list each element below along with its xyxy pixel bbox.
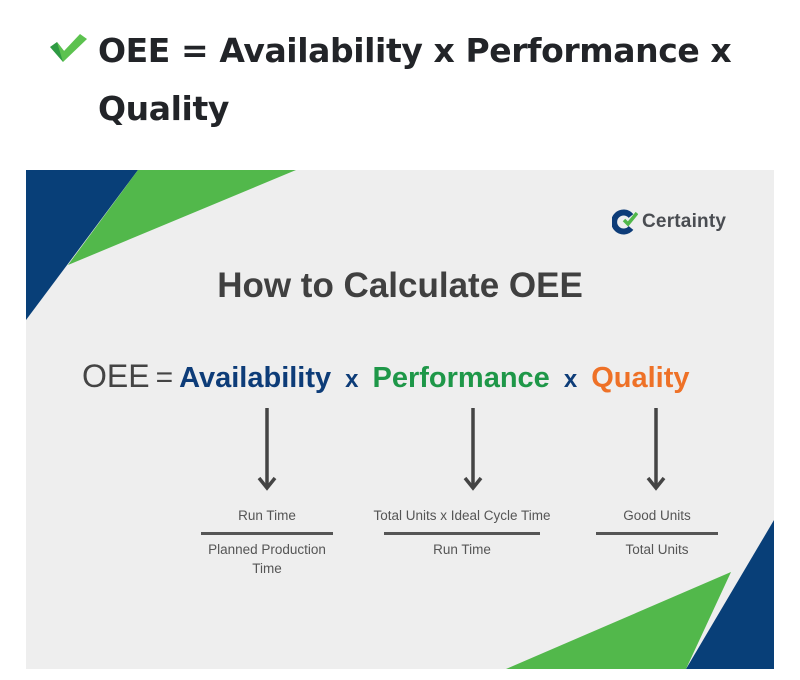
formula-term-quality: Quality — [591, 362, 690, 394]
navy-triangle-bottom-right — [686, 520, 774, 669]
fraction-quality: Good Units Total Units — [596, 506, 718, 559]
decorative-corner-shapes — [26, 170, 774, 669]
fraction-denominator: Run Time — [433, 542, 491, 557]
arrow-down-icon — [257, 408, 277, 491]
formula-lhs: OEE — [82, 358, 150, 394]
infographic-title: How to Calculate OEE — [217, 266, 583, 305]
formula-term-performance: Performance — [372, 362, 550, 394]
formula-equals: = — [155, 361, 174, 394]
fraction-numerator: Good Units — [623, 508, 691, 523]
oee-formula: OEE=Availability x Performance x Quality — [82, 358, 690, 395]
heading-title: OEE = Availability x Performance x Quali… — [98, 22, 788, 138]
formula-term-availability: Availability — [179, 362, 332, 394]
green-triangle-top-left — [68, 170, 296, 265]
certainty-logo-icon — [612, 209, 638, 235]
navy-triangle-top-left — [26, 170, 138, 320]
fraction-numerator: Run Time — [238, 508, 296, 523]
fraction-denominator: Total Units — [625, 542, 689, 557]
certainty-logo: Certainty — [612, 208, 726, 236]
formula-operator: x — [345, 366, 359, 393]
fraction-bar — [384, 532, 540, 535]
arrow-down-icon — [646, 408, 666, 491]
fraction-denominator: Planned Production Time — [208, 542, 326, 576]
formula-operator: x — [563, 366, 578, 393]
fraction-performance: Total Units x Ideal Cycle Time Run Time — [372, 506, 552, 559]
fraction-bar — [596, 532, 718, 535]
heading-line-2: Quality — [98, 89, 229, 128]
fraction-bar — [201, 532, 333, 535]
logo-text: Certainty — [642, 211, 727, 232]
fraction-availability: Run Time Planned Production Time — [201, 506, 333, 578]
arrow-down-icon — [463, 408, 483, 491]
checkmark-icon — [50, 34, 87, 62]
heading-line-1: OEE = Availability x Performance x — [98, 31, 732, 70]
fraction-numerator: Total Units x Ideal Cycle Time — [373, 508, 551, 523]
oee-infographic: Certainty How to Calculate OEE OEE=Avail… — [26, 170, 774, 669]
green-triangle-bottom-right — [506, 572, 731, 669]
